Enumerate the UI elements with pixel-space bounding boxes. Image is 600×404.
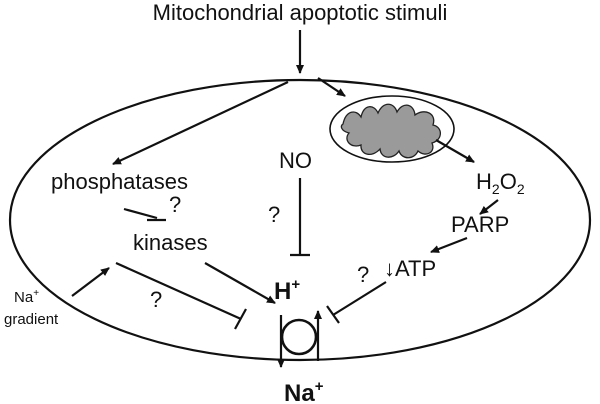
no-label: NO [279,148,312,173]
kinase-inhibit-bar [234,308,247,330]
h2o2-to-parp-arrow [479,199,499,215]
cell-outline [8,78,592,362]
question-mark-atp: ? [357,262,369,287]
branch-arrow-mitochondrion [317,77,346,97]
question-mark-no: ? [268,202,280,227]
stimuli-label: Mitochondrial apoptotic stimuli [153,0,448,25]
na-plus-label: Na+ [284,378,324,404]
phosphatase-inhibit-line [123,207,158,220]
na-gradient-label: Na+ [14,288,39,306]
branch-arrow-phosphatases [112,81,289,165]
parp-label: PARP [451,212,509,237]
h2o2-label: H2O2 [476,169,525,197]
kinases-label: kinases [133,230,208,255]
exchanger-icon [280,318,318,356]
kinase-activate-arrow [204,262,276,304]
question-mark-kinase: ? [150,287,162,312]
phosphatases-label: phosphatases [51,169,188,194]
parp-to-atp-arrow [430,236,468,254]
gradient-label: gradient [4,311,59,328]
na-gradient-arrow [71,267,110,297]
atp-label: ↓ATP [384,256,436,281]
atp-inhibit-bar [326,305,340,324]
mitochondrion-icon [329,95,455,163]
h-plus-label: H+ [274,276,300,305]
mito-to-h2o2-arrow [435,139,475,163]
question-mark-phosphatase: ? [169,192,181,217]
atp-inhibit-line [332,281,387,316]
kinase-inhibit-line [115,261,242,321]
